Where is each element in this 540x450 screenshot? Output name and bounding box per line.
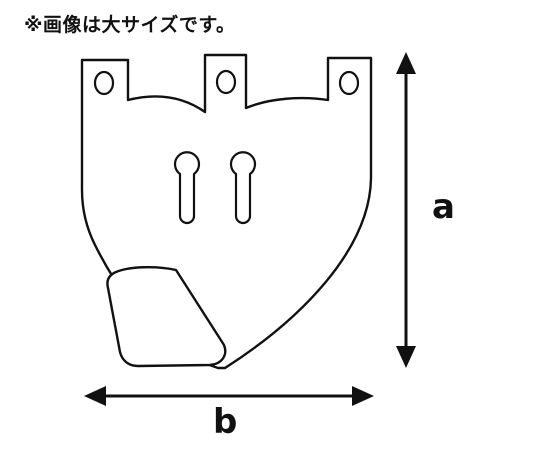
mounting-hole-left bbox=[93, 70, 115, 96]
keyhole-slot-left bbox=[173, 151, 201, 225]
keyhole-slot-right bbox=[229, 151, 257, 225]
width-dimension-label: b bbox=[213, 402, 238, 442]
size-note: ※画像は大サイズです。 bbox=[24, 14, 236, 36]
clip-tab bbox=[106, 266, 227, 368]
width-dimension-arrow bbox=[84, 386, 374, 406]
height-dimension-arrow bbox=[396, 52, 416, 368]
mounting-hole-center bbox=[215, 69, 237, 95]
mounting-hole-right bbox=[338, 70, 360, 96]
height-dimension-label: a bbox=[432, 187, 455, 227]
